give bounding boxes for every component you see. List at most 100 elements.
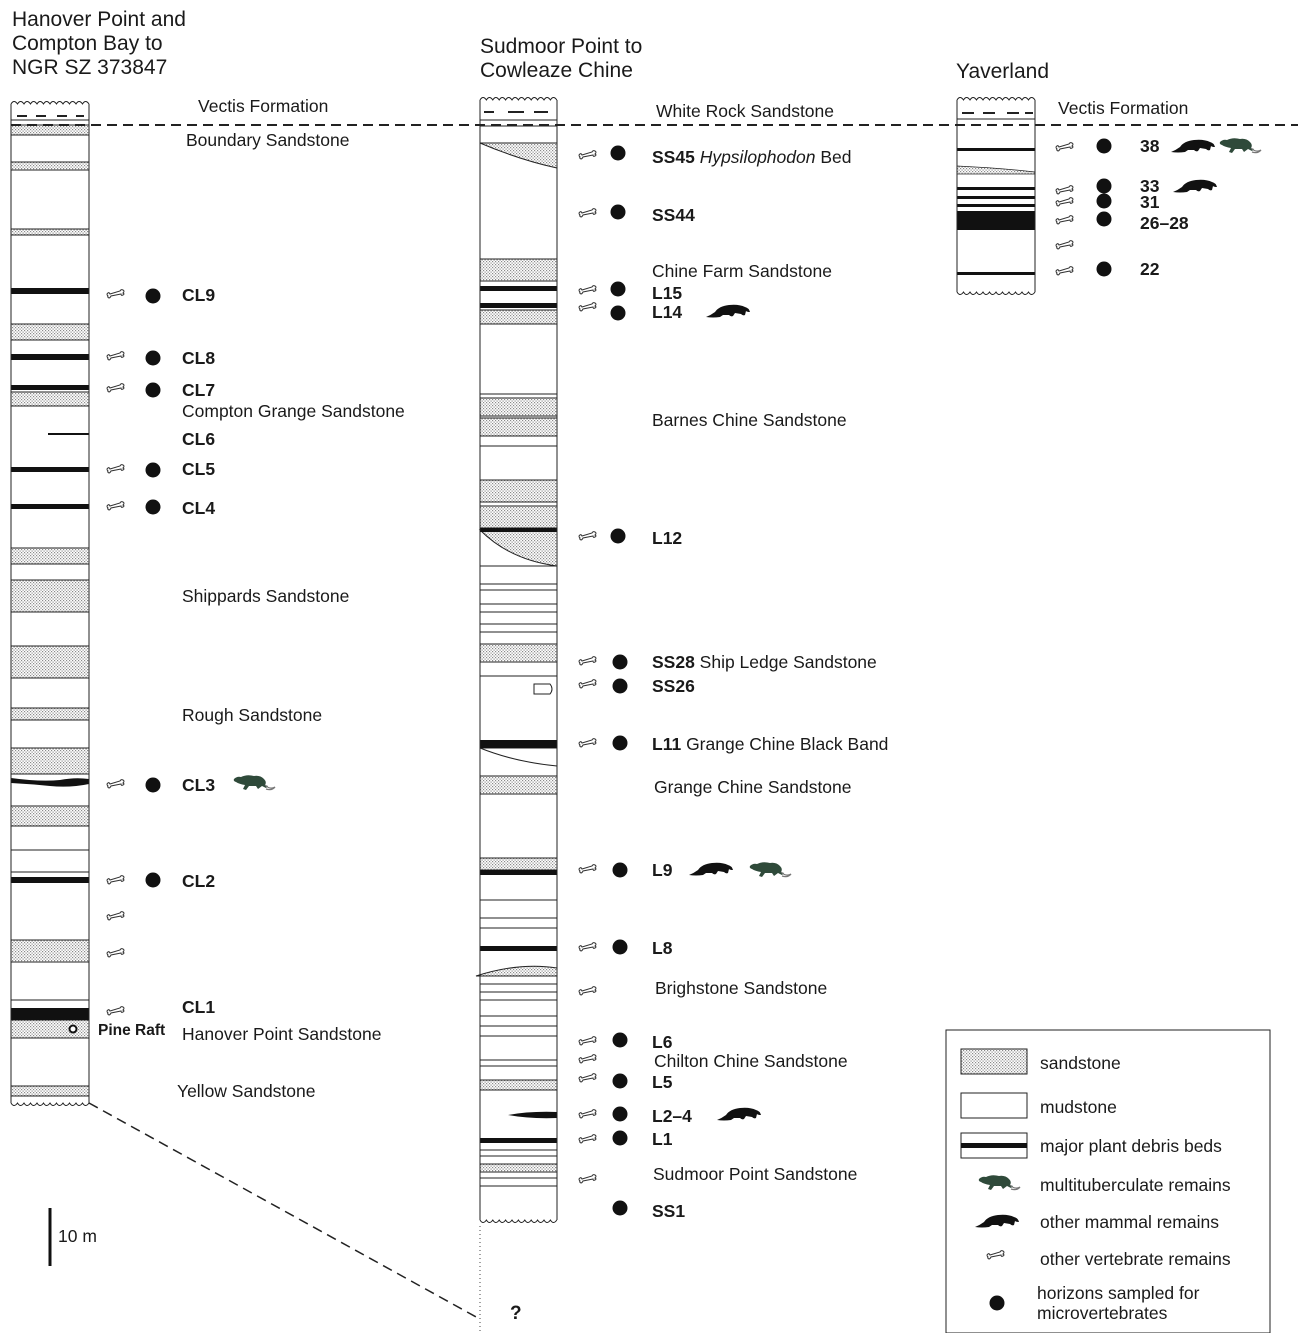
dot-icon xyxy=(145,872,161,888)
hanover-markers xyxy=(106,288,276,1016)
dot-icon xyxy=(612,939,628,955)
section-title-yaverland: Yaverland xyxy=(956,60,1050,83)
bone-icon xyxy=(578,1109,597,1119)
horizon-label: CL3 xyxy=(182,775,216,795)
horizon-label: 33 xyxy=(1140,176,1160,196)
horizon-label: SS1 xyxy=(652,1201,686,1221)
bone-icon xyxy=(578,942,597,952)
section-title-hanover: Hanover Point and Compton Bay to NGR SZ … xyxy=(12,8,186,79)
horizon-label: SS28 Ship Ledge Sandstone xyxy=(652,652,877,672)
legend-label-horizons: horizons sampled for microvertebrates xyxy=(1037,1283,1200,1323)
bone-icon xyxy=(1055,215,1074,225)
dot-icon xyxy=(1096,193,1112,209)
horizon-label: SS26 xyxy=(652,676,695,696)
multituberculate-icon xyxy=(233,774,276,791)
bone-icon xyxy=(1055,197,1074,207)
horizon-label: L2–4 xyxy=(652,1106,692,1126)
correlation-line xyxy=(88,1102,479,1319)
mammal-icon xyxy=(1171,139,1215,153)
bone-icon xyxy=(106,464,125,474)
horizon-label: 38 xyxy=(1140,136,1160,156)
unit-label: Chilton Chine Sandstone xyxy=(654,1051,848,1071)
unit-label: White Rock Sandstone xyxy=(656,101,835,121)
dot-icon xyxy=(612,735,628,751)
bone-icon xyxy=(578,1073,597,1083)
unit-label: Compton Grange Sandstone xyxy=(182,401,405,421)
horizon-label: CL1 xyxy=(182,997,216,1017)
unit-label: Boundary Sandstone xyxy=(186,130,350,150)
horizon-label: L1 xyxy=(652,1129,673,1149)
dot-icon xyxy=(1096,178,1112,194)
horizon-label: CL6 xyxy=(182,429,216,449)
bone-icon xyxy=(106,875,125,885)
horizon-label: 22 xyxy=(1140,259,1160,279)
dot-icon xyxy=(145,382,161,398)
bone-icon xyxy=(578,208,597,218)
unknown-continuation-mark: ? xyxy=(510,1303,522,1324)
dot-icon xyxy=(610,528,626,544)
dot-icon xyxy=(1096,211,1112,227)
dot-icon xyxy=(612,1106,628,1122)
bone-icon xyxy=(106,383,125,393)
bone-icon xyxy=(578,1174,597,1184)
horizon-label: CL4 xyxy=(182,498,216,518)
legend-label-multituberculate: multituberculate remains xyxy=(1040,1175,1231,1195)
bone-icon xyxy=(106,501,125,511)
multituberculate-icon xyxy=(1219,137,1262,154)
bone-icon xyxy=(578,656,597,666)
bone-icon xyxy=(578,150,597,160)
bone-icon xyxy=(578,1134,597,1144)
legend-label-vertebrate: other vertebrate remains xyxy=(1040,1249,1231,1269)
unit-label: Rough Sandstone xyxy=(182,705,323,725)
horizon-label: SS45 Hypsilophodon Bed xyxy=(652,147,852,167)
mammal-icon xyxy=(717,1107,761,1121)
unit-label: Vectis Formation xyxy=(198,96,329,116)
dot-icon xyxy=(612,1200,628,1216)
bone-icon xyxy=(578,285,597,295)
dot-icon xyxy=(610,305,626,321)
horizon-label: L14 xyxy=(652,302,683,322)
sudmoor-log xyxy=(475,97,558,1333)
horizon-label: L5 xyxy=(652,1072,673,1092)
unit-label: Barnes Chine Sandstone xyxy=(652,410,847,430)
bone-icon xyxy=(1055,142,1074,152)
dot-icon xyxy=(612,654,628,670)
horizon-label: 26–28 xyxy=(1140,213,1189,233)
dot-icon xyxy=(612,862,628,878)
unit-label: Yellow Sandstone xyxy=(177,1081,316,1101)
bone-icon xyxy=(1055,240,1074,250)
yaverland-markers xyxy=(1055,137,1262,277)
horizon-label: L9 xyxy=(652,860,673,880)
bone-icon xyxy=(578,986,597,996)
scale-bar-label: 10 m xyxy=(58,1226,97,1246)
unit-label: Brighstone Sandstone xyxy=(655,978,828,998)
bone-icon xyxy=(578,738,597,748)
dot-icon xyxy=(610,204,626,220)
bone-icon xyxy=(1055,185,1074,195)
legend-box xyxy=(945,1029,1271,1333)
dot-icon xyxy=(145,499,161,515)
legend-label-sandstone: sandstone xyxy=(1040,1053,1121,1073)
dot-icon xyxy=(610,145,626,161)
unit-label: Vectis Formation xyxy=(1058,98,1189,118)
dot-icon xyxy=(612,1130,628,1146)
horizon-label: CL7 xyxy=(182,380,216,400)
dot-icon xyxy=(612,1032,628,1048)
bone-icon xyxy=(578,302,597,312)
bone-icon xyxy=(1055,266,1074,276)
bone-icon xyxy=(106,779,125,789)
mammal-icon xyxy=(706,304,750,318)
dot-icon xyxy=(610,281,626,297)
mammal-icon xyxy=(1173,179,1217,193)
dot-icon xyxy=(612,1073,628,1089)
bone-icon xyxy=(578,1036,597,1046)
mudstone-swatch xyxy=(960,1092,1028,1119)
horizon-label: L12 xyxy=(652,528,683,548)
sandstone-swatch xyxy=(960,1048,1028,1075)
horizon-label: L15 xyxy=(652,283,683,303)
horizon-label: L11 Grange Chine Black Band xyxy=(652,734,889,754)
dot-icon xyxy=(145,350,161,366)
bone-icon xyxy=(106,948,125,958)
bone-icon xyxy=(106,911,125,921)
